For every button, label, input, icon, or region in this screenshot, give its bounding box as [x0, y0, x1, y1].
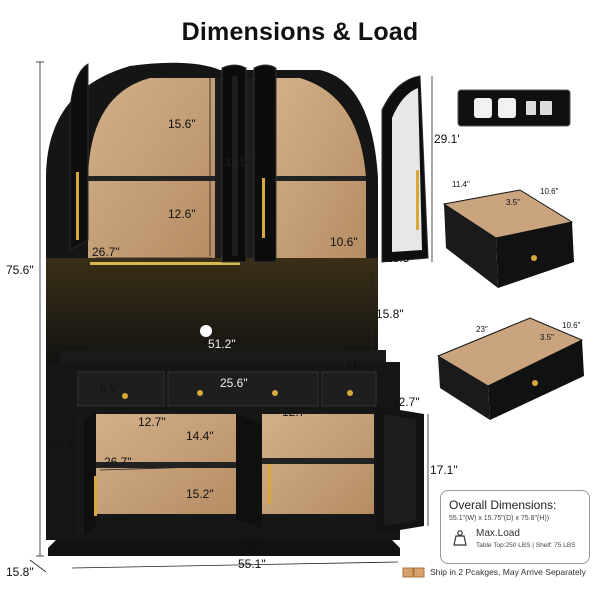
upper-depth-label: 10.6"	[330, 235, 358, 249]
overall-dimensions-box: Overall Dimensions: 55.1"(W) x 15.75"(D)…	[440, 490, 590, 564]
lower-height-label: 28.4"	[50, 435, 78, 449]
info-title: Overall Dimensions:	[449, 498, 557, 512]
drawer1-width-label: 11.4"	[452, 180, 470, 189]
arch-height-label: 29.1'	[434, 132, 460, 146]
info-load-title: Max.Load	[476, 528, 520, 539]
weight-icon	[453, 530, 467, 546]
power-outlet-icon	[457, 89, 571, 127]
upper-mid-height-label: 31.5"	[224, 155, 252, 169]
total-width-label: 55.1"	[238, 557, 266, 571]
upper-width-label: 26.7"	[92, 245, 120, 259]
upper-side-depth-label: 13.8"	[386, 251, 414, 265]
leg-height-label: 3.5"	[240, 535, 261, 549]
base-depth-label: 15.8"	[6, 565, 34, 579]
lower-depth-label: 12.7"	[392, 395, 420, 409]
shipping-note: Ship in 2 Pcakges, May Arrive Separately	[430, 567, 586, 577]
counter-depth-label: 11"	[346, 357, 363, 371]
drawer-height-left-label: 12.7"	[138, 415, 166, 429]
info-dims: 55.1"(W) x 15.75"(D) x 75.8"(H))	[449, 515, 550, 522]
upper-doors	[69, 63, 429, 263]
drawer2-width-label: 23"	[476, 325, 488, 334]
drawer-height-mid-label: 12.7"	[282, 405, 310, 419]
drawer-inset-large	[436, 317, 584, 420]
lower-bottom-height-label: 15.2"	[186, 487, 214, 501]
mid-drawer-width-label: 25.6"	[220, 376, 248, 390]
package-icon	[402, 567, 425, 578]
lower-shelf-height-label: 14.4"	[186, 429, 214, 443]
drawer1-height-label: 3.5"	[506, 198, 520, 207]
upper-top-shelf-label: 15.6"	[168, 117, 196, 131]
page-title: Dimensions & Load	[181, 18, 419, 46]
drawer-inset-small	[442, 189, 574, 288]
hutch-gap-height-label: 15.8"	[376, 307, 404, 321]
upper-bottom-shelf-label: 12.6"	[168, 207, 196, 221]
lower-doors	[84, 406, 424, 536]
info-load-detail: Table Top:250 LBS | Shelf: 75 LBS	[476, 542, 576, 549]
dimension-lines	[29, 61, 433, 573]
drawer1-depth-label: 10.6"	[540, 187, 559, 196]
drawer2-depth-label: 10.6"	[562, 321, 581, 330]
counter-width-label: 51.2"	[208, 337, 236, 351]
lower-right-height-label: 17.1"	[430, 463, 458, 477]
lower-width-label: 26.7"	[104, 455, 132, 469]
small-drawer-width-label: 5.5"	[100, 381, 121, 395]
drawer2-height-label: 3.5"	[540, 333, 554, 342]
total-height-label: 75.6"	[6, 263, 34, 277]
